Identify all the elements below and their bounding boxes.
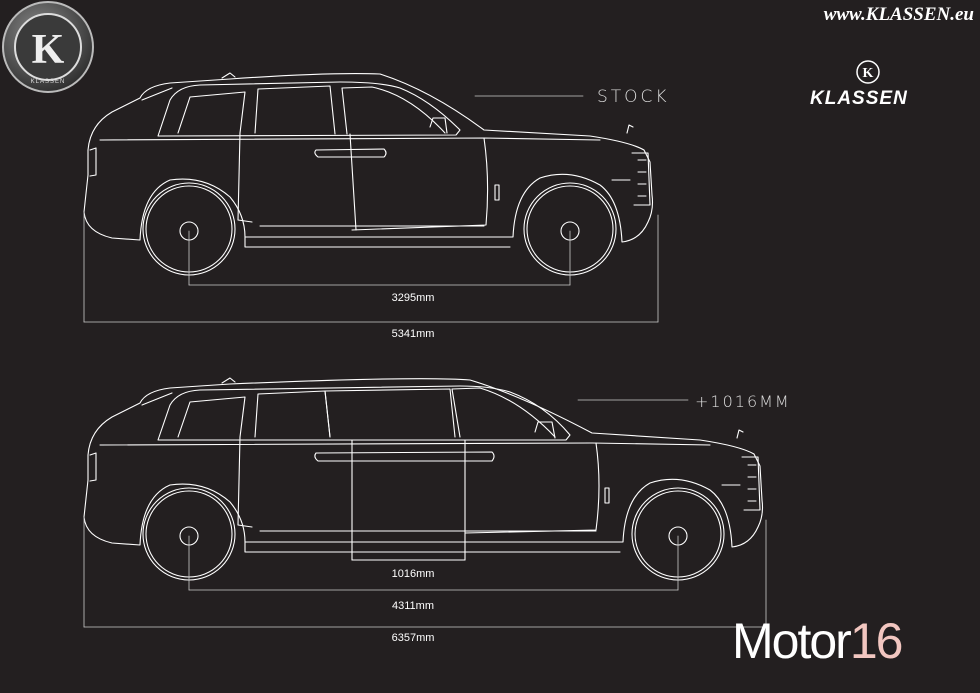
badge-letter: K	[32, 27, 65, 73]
stock-label: STOCK	[597, 87, 670, 107]
extension-label: +1016MM	[695, 392, 791, 411]
klassen-badge-logo: K KLASSEN	[0, 0, 98, 95]
watermark-word: Motor	[732, 613, 852, 669]
extended-length-label: 6357mm	[391, 632, 435, 644]
stock-length-label: 5341mm	[391, 328, 435, 340]
extended-wheelbase-label: 4311mm	[392, 600, 434, 612]
brand-letter: K	[863, 66, 874, 81]
klassen-brand-logo: K KLASSEN	[805, 58, 935, 116]
extended-dimension-lines	[83, 399, 767, 628]
extended-car-outline	[83, 377, 764, 581]
stock-car-outline	[83, 72, 654, 276]
stock-dimension-lines	[83, 95, 659, 323]
stock-wheelbase-label: 3295mm	[391, 292, 435, 304]
watermark-number: 16	[849, 613, 904, 669]
motor16-watermark: Motor16	[732, 612, 904, 670]
extension-length-label: 1016mm	[391, 568, 435, 580]
brand-name: KLASSEN	[810, 88, 908, 109]
website-url[interactable]: www.KLASSEN.eu	[823, 4, 974, 25]
badge-ring-text: KLASSEN	[31, 79, 66, 85]
